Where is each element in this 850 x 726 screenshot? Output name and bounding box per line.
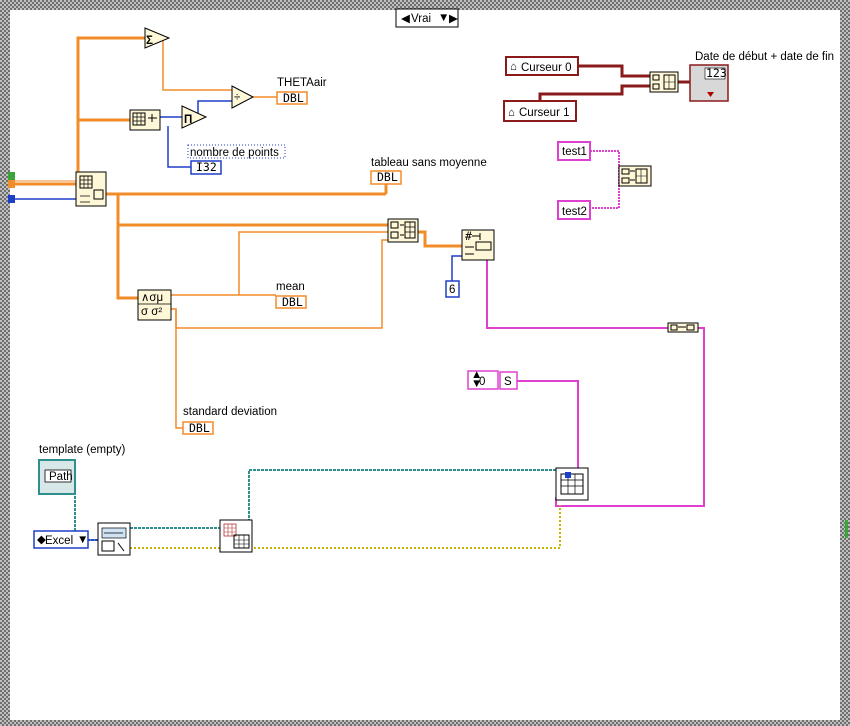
test2-local[interactable]: test2 (557, 200, 591, 220)
divide-icon: ÷ (234, 92, 240, 104)
tableau-sans-moyenne-dbl-type: DBL (377, 170, 398, 184)
numeric-control-0[interactable]: ▲ ▼ 0 (467, 369, 499, 390)
template-path-control[interactable]: Path (38, 459, 76, 495)
mean-label: mean (276, 281, 305, 293)
case-selector-prev-arrow[interactable]: ◀ (401, 13, 411, 25)
standard-deviation-dbl-type: DBL (189, 421, 210, 435)
standard-deviation-indicator[interactable]: DBL (182, 421, 214, 435)
standard-deviation-label: standard deviation (183, 406, 277, 418)
string-constant-s[interactable]: S (499, 371, 518, 390)
excel-enum-constant[interactable]: ◆ Excel ▼ (33, 530, 89, 549)
theta-air-label: THETAair (277, 77, 327, 89)
sum-icon: Σ (146, 35, 153, 47)
divide-node[interactable]: ÷ (231, 85, 255, 109)
template-empty-label: template (empty) (39, 444, 125, 456)
excel-write-node[interactable] (555, 467, 589, 501)
constant-6-value: 6 (449, 284, 455, 296)
test2-label: test2 (562, 206, 587, 218)
theta-air-indicator[interactable]: DBL (276, 91, 308, 105)
array-size-node[interactable] (129, 109, 161, 131)
constant-6[interactable]: 6 (445, 280, 460, 298)
nombre-de-points-indicator[interactable]: I32 (190, 160, 222, 175)
build-array-tests-node[interactable] (618, 165, 652, 187)
case-selector-value: Vrai (411, 13, 431, 25)
excel-table-node[interactable] (219, 519, 253, 553)
house-icon: ⌂ (508, 107, 515, 119)
tunnel-right (845, 520, 848, 538)
theta-air-dbl-type: DBL (283, 91, 304, 105)
tunnel-left-top (8, 172, 15, 203)
std-dev-top-glyph: ∧σμ (141, 292, 163, 304)
center-array-node[interactable] (75, 171, 107, 207)
wires-error (130, 505, 561, 549)
curseur0-local[interactable]: ⌂ Curseur 0 (505, 56, 579, 76)
excel-enum-value: Excel (45, 535, 73, 547)
nombre-de-points-i32-type: I32 (196, 160, 217, 174)
wires-refnum (74, 469, 557, 541)
curseur0-label: Curseur 0 (521, 62, 572, 74)
std-dev-bottom-glyph: σ σ² (141, 306, 162, 318)
mean-indicator[interactable]: DBL (275, 295, 307, 309)
fixed-point-type: 123 (706, 66, 727, 80)
format-hash-icon: # (465, 229, 472, 243)
nombre-de-points-label-box: nombre de points (187, 144, 286, 159)
arrow-down-icon (707, 92, 714, 97)
build-array-cursors-node[interactable] (649, 71, 679, 93)
tableau-sans-moyenne-indicator[interactable]: DBL (370, 170, 402, 185)
multiply-array-elements-node[interactable]: Π (181, 105, 208, 129)
string-constant-s-value: S (504, 376, 512, 388)
increment-arrow-icon: ▲ (471, 369, 482, 381)
mean-dbl-type: DBL (282, 295, 303, 309)
test1-label: test1 (562, 146, 587, 158)
enum-arrows-icon: ◆ (37, 534, 47, 546)
decrement-arrow-icon: ▼ (471, 378, 482, 390)
enum-dropdown-icon[interactable]: ▼ (77, 534, 88, 546)
test1-local[interactable]: test1 (557, 141, 591, 161)
template-path-type: Path (49, 471, 73, 483)
date-debut-fin-label: Date de début + date de fin (695, 51, 834, 63)
build-array-node[interactable] (387, 218, 419, 243)
curseur1-local[interactable]: ⌂ Curseur 1 (503, 100, 577, 122)
wires-i32 (15, 100, 462, 281)
numeric-control-0-value: 0 (479, 376, 485, 388)
array-to-spreadsheet-string-node[interactable]: # (461, 229, 495, 261)
curseur1-label: Curseur 1 (519, 107, 570, 119)
nombre-de-points-label: nombre de points (190, 147, 279, 159)
date-debut-fin-indicator[interactable]: 123 (689, 64, 729, 102)
std-deviation-node[interactable]: ∧σμ σ σ² (137, 289, 172, 321)
case-selector-next-arrow[interactable]: ▶ (449, 13, 459, 25)
tableau-sans-moyenne-label: tableau sans moyenne (371, 157, 487, 169)
case-selector[interactable]: ◀ Vrai ▼ ▶ (395, 8, 459, 28)
concatenate-strings-node[interactable] (667, 322, 699, 333)
open-report-node[interactable] (97, 522, 131, 556)
case-selector-dropdown-icon[interactable]: ▼ (438, 12, 449, 24)
product-icon: Π (184, 114, 192, 126)
add-array-elements-node[interactable]: Σ (144, 27, 171, 49)
wires-cluster (538, 64, 690, 101)
house-icon: ⌂ (510, 61, 517, 73)
